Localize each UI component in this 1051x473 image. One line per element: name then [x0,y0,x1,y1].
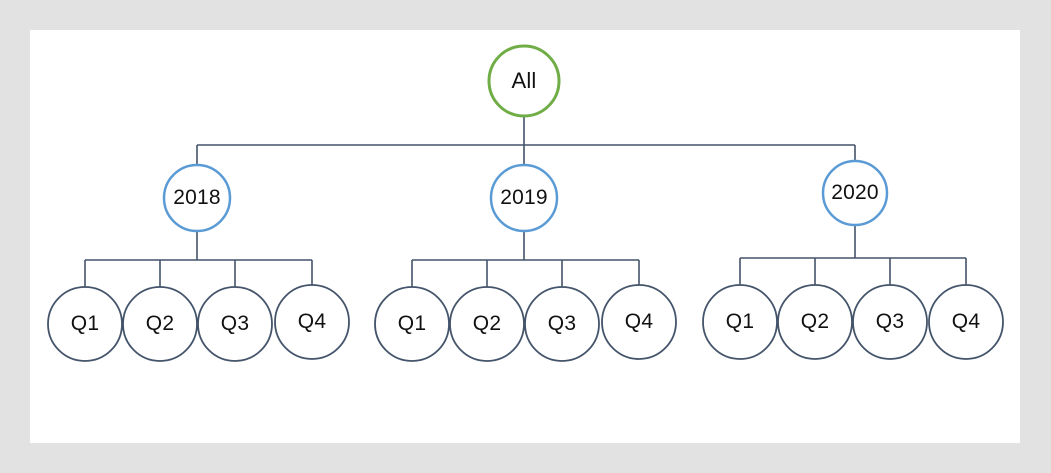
node-circle-year-2018[interactable] [162,163,232,233]
node-circle-y2018-q4[interactable] [274,284,350,360]
node-circle-y2019-q2[interactable] [449,286,525,362]
node-circle-y2020-q3[interactable] [852,284,928,360]
node-circle-y2019-q1[interactable] [374,286,450,362]
year-nodes [162,159,889,233]
year-2018-connectors [84,231,313,288]
node-circle-y2020-q2[interactable] [777,284,853,360]
year-2019-connectors [411,231,640,288]
node-circle-year-2019[interactable] [489,163,559,233]
node-circle-y2020-q4[interactable] [928,284,1004,360]
node-circle-y2019-q3[interactable] [524,286,600,362]
year-2020-connectors [739,225,967,286]
node-circle-y2020-q1[interactable] [702,284,778,360]
root-connectors [196,116,856,166]
node-circle-year-2020[interactable] [821,159,889,227]
node-circle-y2018-q1[interactable] [47,286,123,362]
node-circle-all[interactable] [487,44,561,118]
root-node [487,44,561,118]
quarter-nodes [47,284,1004,362]
node-circle-y2018-q3[interactable] [197,286,273,362]
node-circle-y2019-q4[interactable] [601,284,677,360]
node-circle-y2018-q2[interactable] [122,286,198,362]
